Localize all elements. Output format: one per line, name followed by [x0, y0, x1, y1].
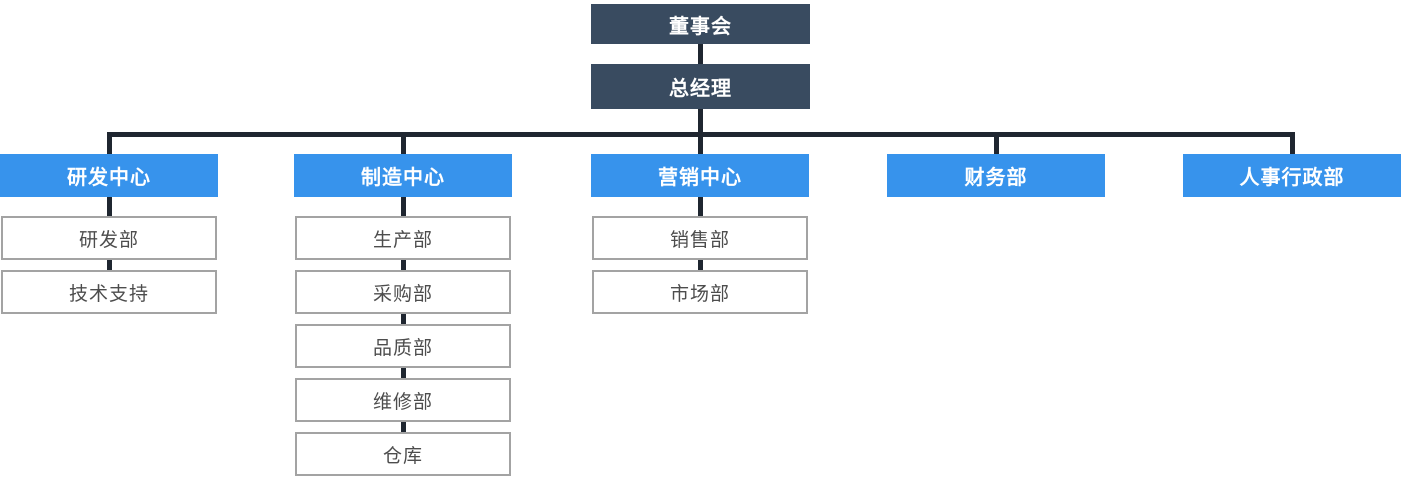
connector-trunk-to-branch-3 — [697, 132, 703, 154]
node-rd-center: 研发中心 — [0, 154, 218, 197]
connector-trunk-to-branch-1 — [106, 132, 112, 154]
connector-branch2-child5 — [400, 422, 406, 432]
node-marketing-center: 营销中心 — [591, 154, 809, 197]
connector-gm-to-trunk — [697, 109, 703, 154]
node-manufacturing-center: 制造中心 — [294, 154, 512, 197]
connector-branch3-child1 — [697, 197, 703, 216]
node-finance-dept: 财务部 — [887, 154, 1105, 197]
connector-branch2-child4 — [400, 368, 406, 378]
connector-branch2-child1 — [400, 197, 406, 216]
connector-branch1-child2 — [106, 260, 112, 270]
node-market-dept: 市场部 — [592, 270, 808, 314]
connector-branch3-child2 — [697, 260, 703, 270]
node-hr-admin-dept: 人事行政部 — [1183, 154, 1401, 197]
node-quality-dept: 品质部 — [295, 324, 511, 368]
connector-trunk-to-branch-5 — [1289, 132, 1295, 154]
node-maintenance-dept: 维修部 — [295, 378, 511, 422]
node-general-manager: 总经理 — [591, 64, 810, 109]
connector-branch1-child1 — [106, 197, 112, 216]
node-sales-dept: 销售部 — [592, 216, 808, 260]
node-tech-support: 技术支持 — [1, 270, 217, 314]
connector-branch2-child2 — [400, 260, 406, 270]
connector-trunk-to-branch-2 — [400, 132, 406, 154]
node-warehouse: 仓库 — [295, 432, 511, 476]
node-purchasing-dept: 采购部 — [295, 270, 511, 314]
node-rd-dept: 研发部 — [1, 216, 217, 260]
node-production-dept: 生产部 — [295, 216, 511, 260]
connector-board-to-gm — [697, 44, 703, 65]
connector-branch2-child3 — [400, 314, 406, 324]
connector-trunk-to-branch-4 — [993, 132, 999, 154]
node-board-of-directors: 董事会 — [591, 4, 810, 44]
